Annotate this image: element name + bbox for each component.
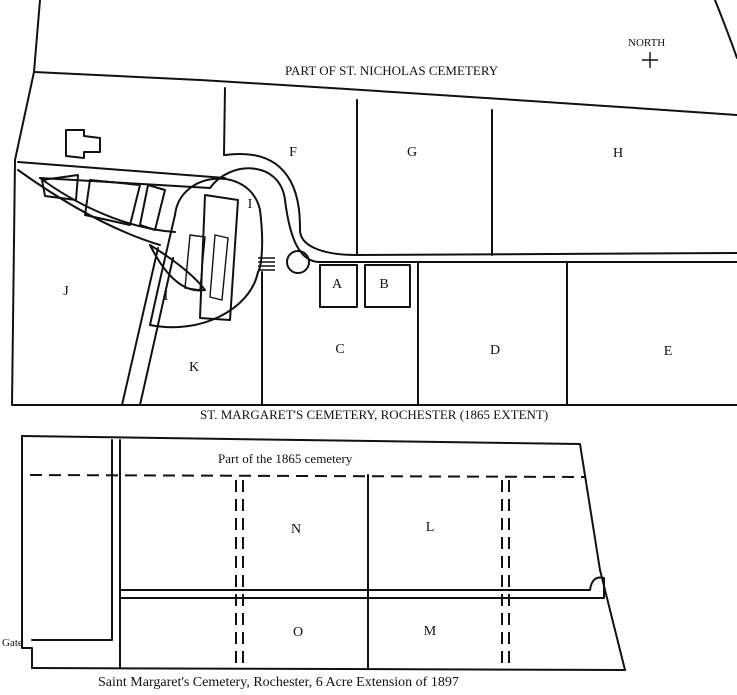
- plot-label: I: [163, 289, 169, 304]
- plot-label: G: [406, 145, 418, 160]
- bottom-map-lines: [21, 435, 626, 671]
- part-of-1865-label: Part of the 1865 cemetery: [218, 451, 353, 466]
- plot-label: E: [663, 344, 673, 359]
- plot-label: B: [379, 277, 389, 292]
- top-map-lines: [11, 0, 737, 406]
- plot-label: O: [292, 625, 304, 640]
- plot-label: C: [335, 342, 345, 357]
- plot-label: N: [290, 522, 302, 537]
- st-nicholas-label: PART OF ST. NICHOLAS CEMETERY: [285, 63, 499, 78]
- north-label: NORTH: [628, 37, 666, 49]
- plot-label: H: [612, 146, 624, 161]
- plot-label: D: [489, 343, 501, 358]
- bridge-icon: [258, 257, 275, 271]
- plot-label: M: [423, 624, 437, 639]
- plot-label: A: [331, 277, 343, 292]
- top-map-caption: ST. MARGARET'S CEMETERY, ROCHESTER (1865…: [200, 407, 549, 422]
- plot-label: L: [425, 520, 435, 535]
- plot-label: K: [188, 360, 200, 375]
- bottom-map-caption: Saint Margaret's Cemetery, Rochester, 6 …: [98, 675, 459, 690]
- plot-label: J: [63, 284, 69, 299]
- plot-label: I: [247, 197, 253, 212]
- gate-label: Gate: [2, 637, 23, 649]
- north-arrow-icon: [642, 52, 658, 68]
- plot-label: F: [289, 145, 297, 160]
